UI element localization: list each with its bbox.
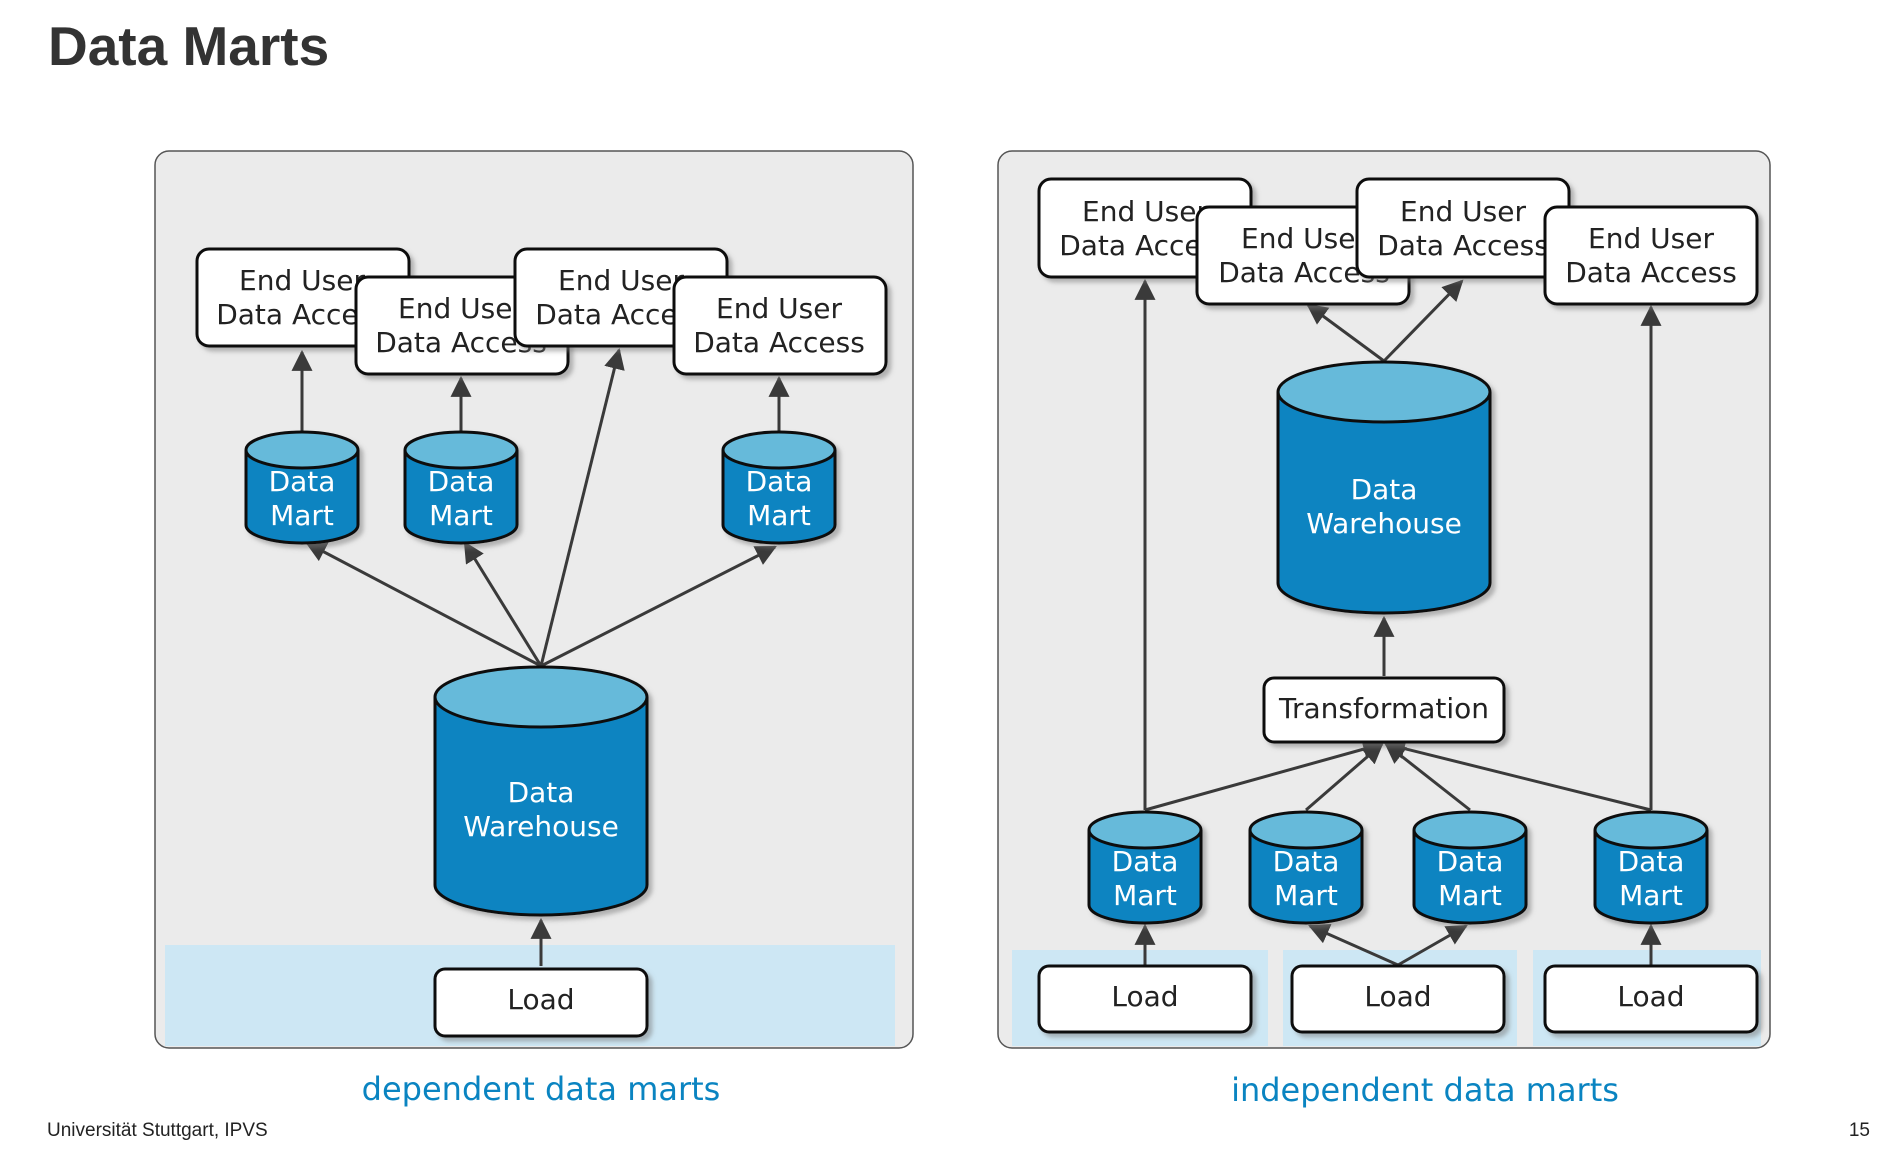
end-user-label-line1: End User bbox=[558, 264, 684, 297]
warehouse-label-line1: Data bbox=[508, 776, 575, 809]
transformation-box: Transformation bbox=[1262, 676, 1506, 744]
data-mart-label-line2: Mart bbox=[1113, 879, 1177, 912]
footer-institution: Universität Stuttgart, IPVS bbox=[47, 1120, 268, 1141]
load-box: Load bbox=[433, 967, 649, 1038]
end-user-label-line1: End User bbox=[1588, 222, 1714, 255]
data-mart-cylinder: Data Mart bbox=[1087, 810, 1203, 925]
end-user-label-line2: Data Access bbox=[1377, 229, 1549, 262]
data-mart-cylinder: Data Mart bbox=[1248, 810, 1364, 925]
data-mart-label-line1: Data bbox=[1273, 845, 1340, 878]
data-mart-label-line2: Mart bbox=[429, 499, 493, 532]
load-box: Load bbox=[1037, 964, 1253, 1034]
end-user-label-line1: End User bbox=[239, 264, 365, 297]
end-user-box: End User Data Access bbox=[195, 247, 411, 348]
transformation-label: Transformation bbox=[1278, 692, 1489, 725]
data-mart-cylinder: Data Mart bbox=[721, 430, 837, 545]
independent-arrows bbox=[1134, 278, 1662, 967]
page-number: 15 bbox=[1848, 1120, 1870, 1141]
data-mart-label-line1: Data bbox=[269, 465, 336, 498]
end-user-label-line2: Data Access bbox=[693, 326, 865, 359]
data-mart-label-line2: Mart bbox=[1619, 879, 1683, 912]
end-user-label-line2: Data Access bbox=[1565, 256, 1737, 289]
load-box: Load bbox=[1290, 964, 1506, 1034]
end-user-box: End User Data Access bbox=[1355, 177, 1571, 279]
data-warehouse-cylinder: Data Warehouse bbox=[433, 665, 649, 917]
data-mart-label-line1: Data bbox=[1437, 845, 1504, 878]
end-user-label-line1: End User bbox=[398, 292, 524, 325]
dependent-caption: dependent data marts bbox=[361, 1070, 721, 1108]
data-mart-label-line2: Mart bbox=[1438, 879, 1502, 912]
warehouse-label-line1: Data bbox=[1351, 473, 1418, 506]
load-box: Load bbox=[1543, 964, 1759, 1034]
data-mart-label-line1: Data bbox=[428, 465, 495, 498]
data-mart-label-line2: Mart bbox=[270, 499, 334, 532]
end-user-box: End User Data Access bbox=[1543, 205, 1759, 306]
independent-caption: independent data marts bbox=[1231, 1071, 1619, 1109]
data-mart-cylinder: Data Mart bbox=[1593, 810, 1709, 925]
data-mart-label-line2: Mart bbox=[747, 499, 811, 532]
load-label: Load bbox=[1617, 980, 1684, 1013]
data-mart-label-line1: Data bbox=[1618, 845, 1685, 878]
data-mart-label-line1: Data bbox=[746, 465, 813, 498]
load-label: Load bbox=[507, 983, 574, 1016]
data-mart-label-line1: Data bbox=[1112, 845, 1179, 878]
end-user-label-line1: End User bbox=[1082, 195, 1208, 228]
end-user-label-line1: End User bbox=[1400, 195, 1526, 228]
end-user-label-line1: End User bbox=[1241, 222, 1367, 255]
warehouse-label-line2: Warehouse bbox=[463, 810, 619, 843]
end-user-label-line1: End User bbox=[716, 292, 842, 325]
data-mart-cylinder: Data Mart bbox=[244, 430, 360, 545]
load-label: Load bbox=[1111, 980, 1178, 1013]
end-user-box: End User Data Access bbox=[672, 275, 888, 376]
data-warehouse-cylinder: Data Warehouse bbox=[1276, 360, 1492, 615]
data-mart-label-line2: Mart bbox=[1274, 879, 1338, 912]
data-mart-cylinder: Data Mart bbox=[1412, 810, 1528, 925]
data-mart-cylinder: Data Mart bbox=[403, 430, 519, 545]
independent-panel: End User Data Access End User Data Acces… bbox=[997, 150, 1771, 1049]
load-label: Load bbox=[1364, 980, 1431, 1013]
warehouse-label-line2: Warehouse bbox=[1306, 507, 1462, 540]
dependent-panel: End User Data Access End User Data Acces… bbox=[154, 150, 914, 1049]
dependent-arrows bbox=[291, 347, 790, 966]
slide-title: Data Marts bbox=[48, 15, 330, 77]
